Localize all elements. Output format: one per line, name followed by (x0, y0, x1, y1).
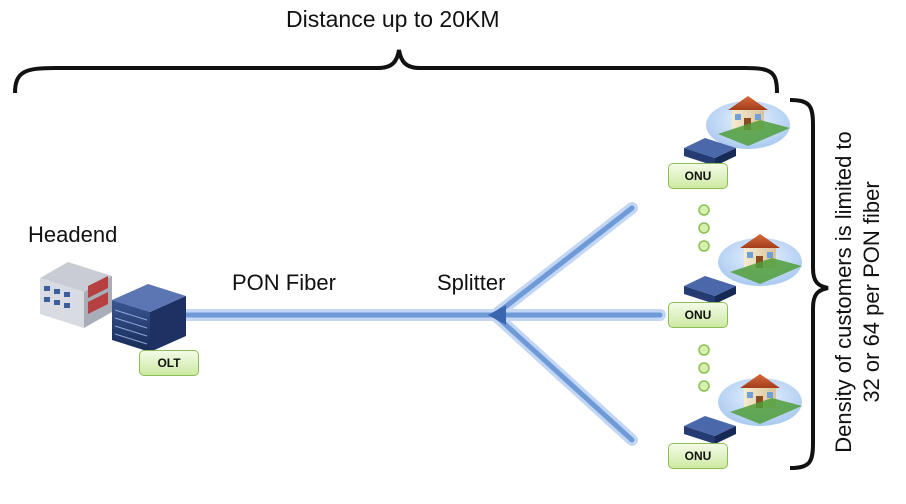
fiber-branch-bottom (492, 312, 635, 443)
olt-device-icon (112, 284, 186, 352)
density-note-line-2: 32 or 64 per PON fiber (859, 181, 884, 403)
house-icon-2 (730, 234, 802, 284)
onu-label-1: ONU (668, 163, 728, 189)
house-icon-3 (730, 374, 802, 424)
splitter-icon (488, 305, 506, 325)
onu-group-2 (684, 234, 802, 304)
onu-label-3: ONU (668, 443, 728, 469)
onu-device-icon-3 (684, 416, 736, 444)
distance-title: Distance up to 20KM (286, 6, 500, 32)
olt-label: OLT (139, 350, 199, 376)
onu-group-1 (684, 96, 790, 166)
onu-label-2: ONU (668, 302, 728, 328)
headend-building-icon (40, 262, 112, 328)
density-note-line-1: Density of customers is limited to (831, 131, 856, 453)
onu-device-icon-2 (684, 276, 736, 304)
distance-brace (13, 49, 779, 94)
onu-group-3 (684, 374, 802, 444)
pon-fiber-label: PON Fiber (232, 270, 336, 295)
onu-device-icon-1 (684, 138, 736, 166)
house-icon-1 (718, 96, 790, 146)
fiber-branch-top (492, 205, 635, 318)
ellipsis-dots-upper (698, 204, 710, 252)
fiber-lines (179, 202, 666, 446)
splitter-label: Splitter (437, 270, 506, 295)
ellipsis-dots-lower (698, 344, 710, 392)
headend-label: Headend (28, 222, 118, 247)
density-brace (789, 98, 829, 470)
